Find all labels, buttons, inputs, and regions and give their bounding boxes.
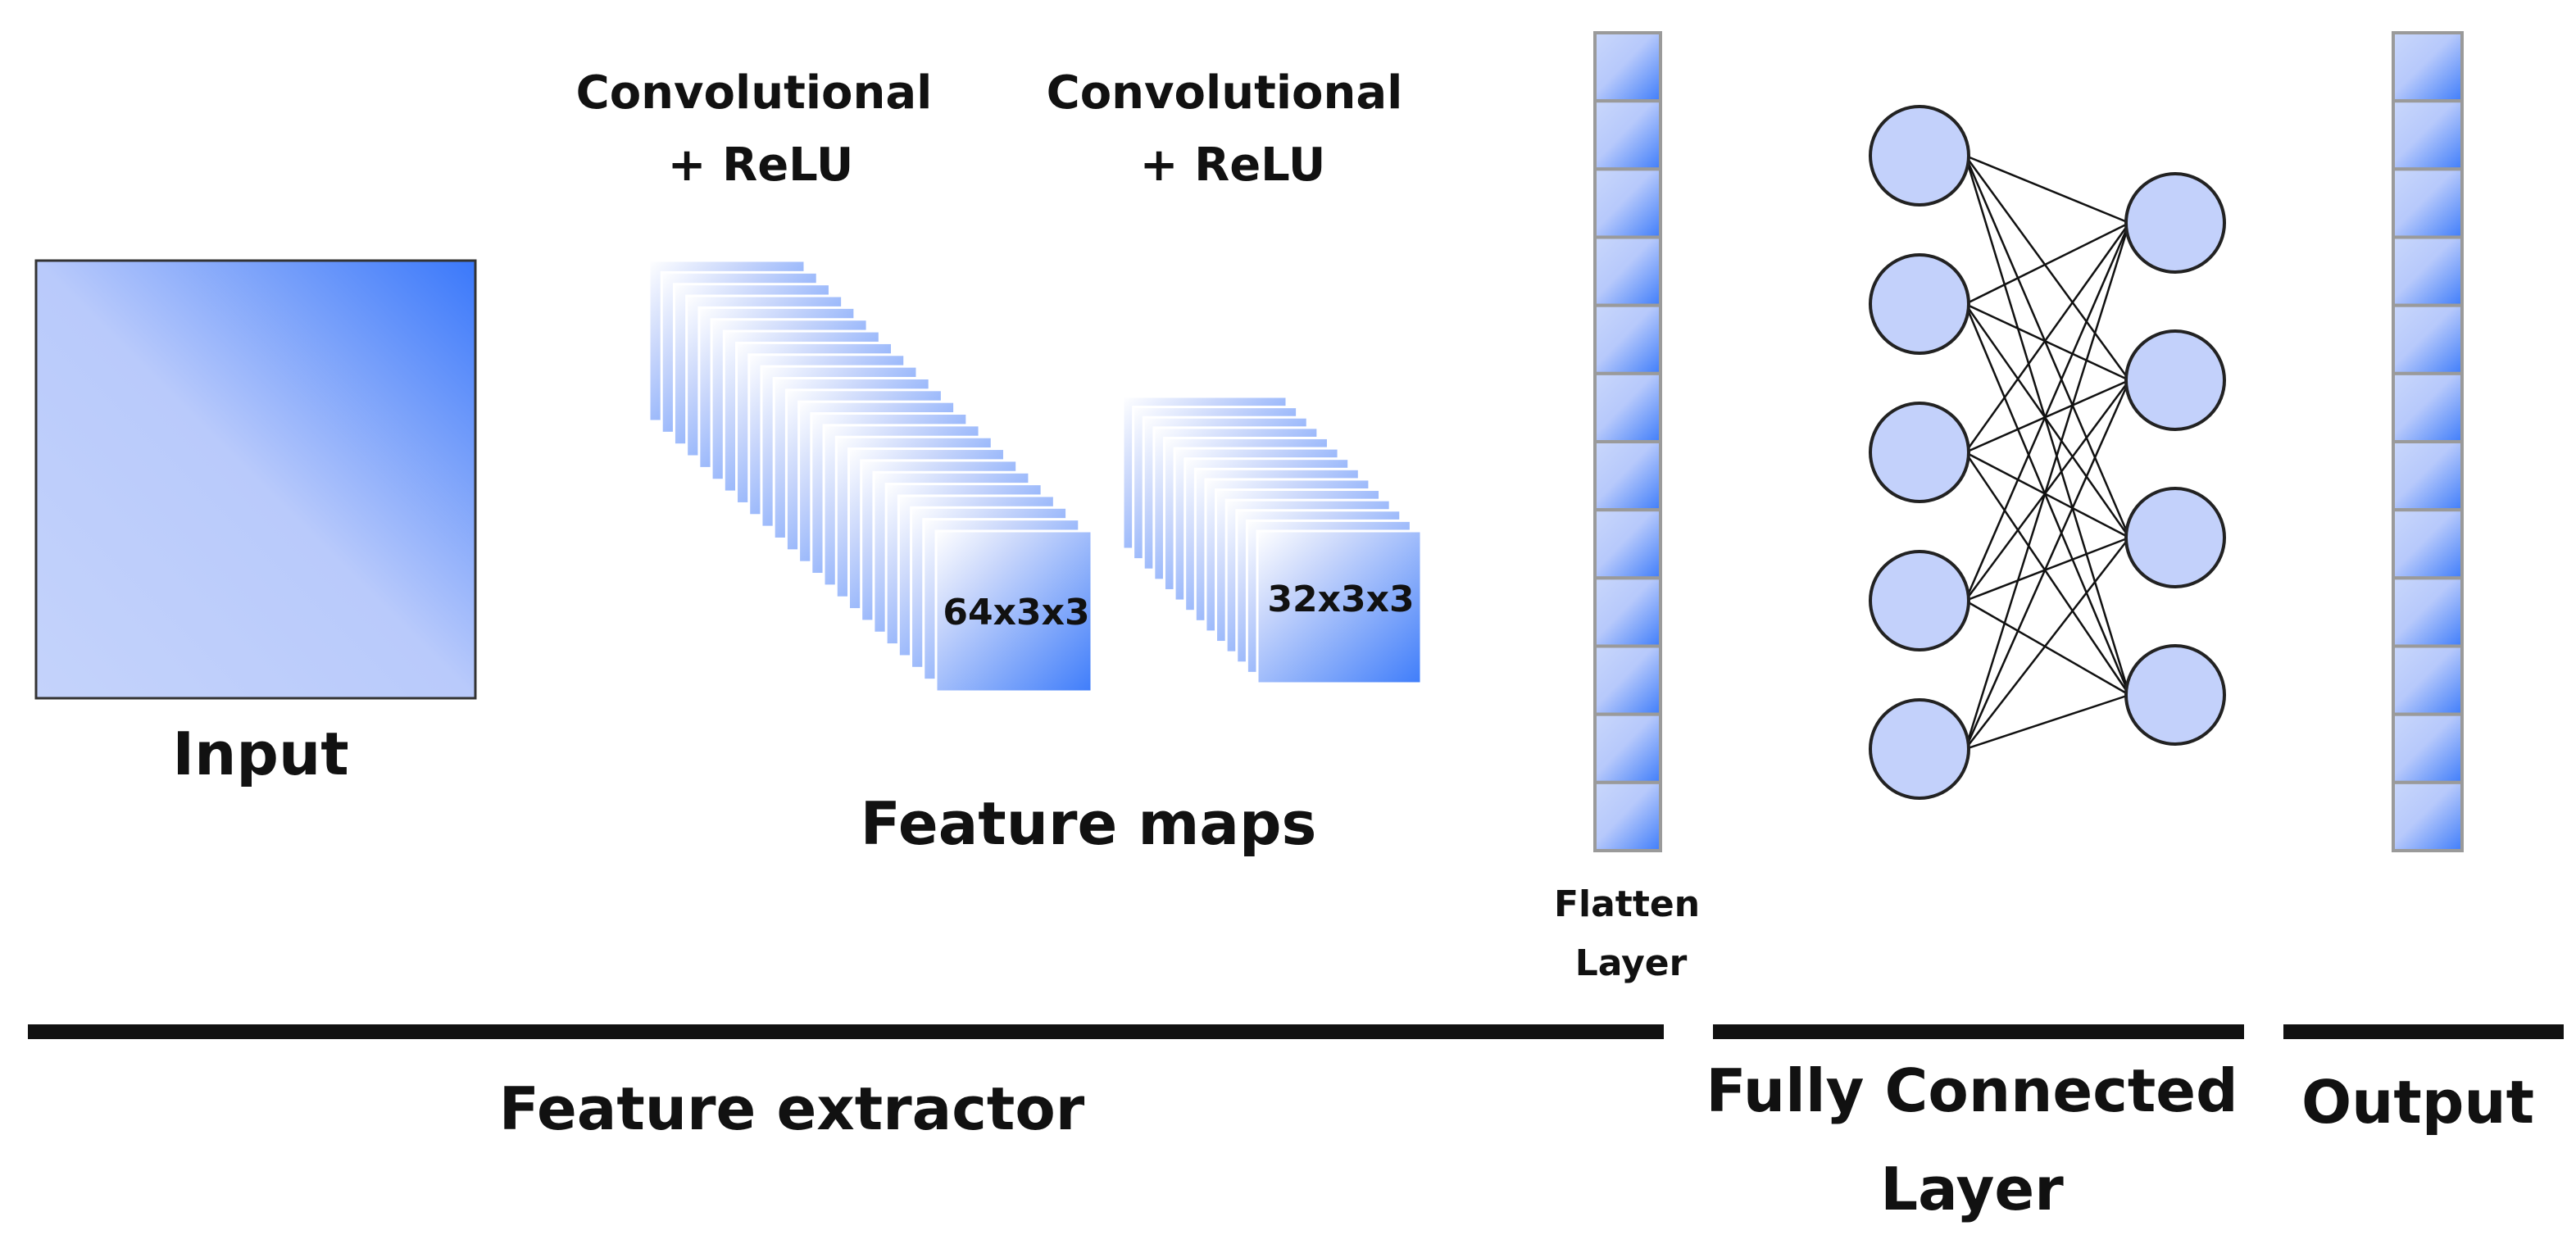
flatten-cell [1593,99,1662,171]
flatten-cell [1593,31,1662,103]
fc-edge [1964,155,2131,696]
fc-hidden-neuron [2124,487,2226,588]
fc-input-neuron [1869,698,1970,800]
fc-connections [1964,154,2131,751]
fc-edge [1965,451,2130,539]
output-bar [2283,1024,2564,1039]
output-cell [2392,235,2464,307]
output-cell [2392,371,2464,444]
flatten-cell [1593,167,1662,239]
feature-map-32-sheet [1256,529,1423,685]
input-label: Input [172,720,348,788]
fc-edge [1965,537,2130,750]
output-cell [2392,644,2464,716]
flatten-cell [1593,712,1662,784]
fc-edge [1964,222,2131,602]
map2-size-label: 32x3x3 [1267,579,1414,620]
fc-edge [1964,452,2131,696]
fc-edge [1964,222,2131,453]
fc-hidden-neuron [2124,329,2226,431]
fc-edge [1965,693,2130,751]
output-cell [2392,303,2464,375]
output-cell [2392,99,2464,171]
flatten-cell [1593,371,1662,444]
fully-connected-bar [1713,1024,2244,1039]
fc-edge [1964,155,2131,538]
input-square [34,259,477,700]
flatten-cell [1593,644,1662,716]
feature-map-stack-32 [1121,395,1423,685]
fc-input-neuron [1869,402,1970,503]
feature-extractor-label: Feature extractor [499,1074,1085,1143]
flatten-label-line1: Flatten [1554,883,1700,925]
conv1-heading-line2: + ReLU [668,138,854,192]
fc-edge [1964,379,2131,602]
fc-edge [1965,536,2130,602]
feature-maps-label: Feature maps [861,789,1317,858]
fc-edge [1964,222,2131,750]
flatten-cell [1593,508,1662,580]
fc-edge [1964,155,2131,381]
conv2-heading-line1: Convolutional [1047,66,1403,120]
fc-edge [1965,599,2130,697]
flatten-label-line2: Layer [1575,942,1688,984]
fc-edge [1964,303,2131,538]
conv2-heading-line2: + ReLU [1140,138,1326,192]
fc-edge [1964,379,2131,750]
conv1-heading-line1: Convolutional [576,66,933,120]
map1-size-label: 64x3x3 [943,592,1089,633]
fc-edge [1965,379,2130,454]
fc-neurons [1869,105,2226,800]
fc-input-neuron [1869,550,1970,651]
output-cell [2392,780,2464,852]
fc-edge [1965,221,2130,306]
fc-hidden-neuron [2124,644,2226,746]
flatten-cell [1593,303,1662,375]
fc-edge [1964,303,2131,696]
fc-edge [1965,154,2130,225]
output-cell [2392,440,2464,512]
fully-connected-label-line2: Layer [1880,1155,2064,1223]
output-cell [2392,508,2464,580]
output-cell [2392,576,2464,648]
flatten-cell [1593,576,1662,648]
fully-connected-label-line1: Fully Connected [1706,1056,2238,1125]
fc-input-neuron [1869,105,1970,207]
feature-extractor-bar [28,1024,1664,1039]
fc-edge [1965,302,2130,382]
flatten-cell [1593,440,1662,512]
feature-map-stack-64 [647,259,1093,693]
flatten-cell [1593,235,1662,307]
output-cell [2392,712,2464,784]
output-layer-column [2392,31,2464,852]
fc-hidden-neuron [2124,172,2226,274]
output-cell [2392,31,2464,103]
fc-input-neuron [1869,253,1970,355]
feature-map-64-sheet [934,529,1093,693]
output-label: Output [2301,1068,2534,1137]
output-cell [2392,167,2464,239]
flatten-cell [1593,780,1662,852]
flatten-layer-column [1593,31,1662,852]
